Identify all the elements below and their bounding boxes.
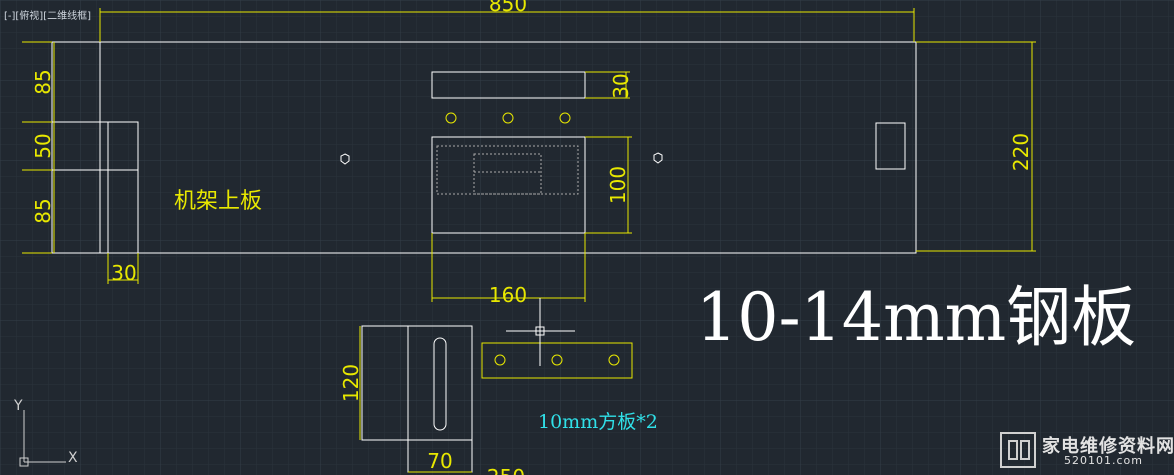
bar-part [481,342,633,379]
dual-door-logo-icon [1000,432,1036,468]
dim-bottom-250: 250 [487,465,525,475]
dim-center-100: 100 [606,166,630,204]
hole [502,112,514,124]
top-plate [51,41,917,254]
dim-square-70: 70 [427,449,452,473]
ucs-axis-icon [19,410,66,467]
dim-height-220: 220 [1009,133,1033,171]
right-slot [875,122,906,170]
elongated-slot [433,337,447,431]
hole [494,354,506,366]
center-cutout [431,136,586,234]
dim-lower-85: 85 [31,198,55,223]
square-plate-dimensions [359,326,472,473]
dim-middle-50: 50 [31,133,55,158]
hole [608,354,620,366]
viewport-controls-label[interactable]: [-][俯视][二维线框] [4,11,92,22]
watermark-url: 520101.com [1064,454,1143,467]
hole [559,112,571,124]
dim-overall-850: 850 [489,0,527,16]
dim-slot-30: 30 [609,73,633,98]
hole [551,354,563,366]
site-watermark: 家电维修资料网 520101.com [1000,432,1174,472]
crosshair-cursor-icon [506,298,575,366]
material-title: 10-14mm钢板 [696,279,1136,356]
top-plate-label: 机架上板 [174,189,262,214]
top-slot [431,71,586,99]
hole [445,112,457,124]
hex-hole [653,152,663,164]
dim-center-160: 160 [489,283,527,307]
watermark-name: 家电维修资料网 [1042,436,1174,457]
hex-hole [340,153,350,165]
dim-side-30: 30 [111,261,136,285]
hidden-line [436,145,579,195]
left-mount-block [51,121,139,254]
dim-square-120: 120 [339,364,363,402]
ucs-x-label: X [68,450,78,466]
ucs-y-label: Y [13,398,23,414]
dimension-lines [22,8,1036,302]
dim-upper-85: 85 [31,69,55,94]
square-plate-label: 10mm方板*2 [538,411,658,433]
